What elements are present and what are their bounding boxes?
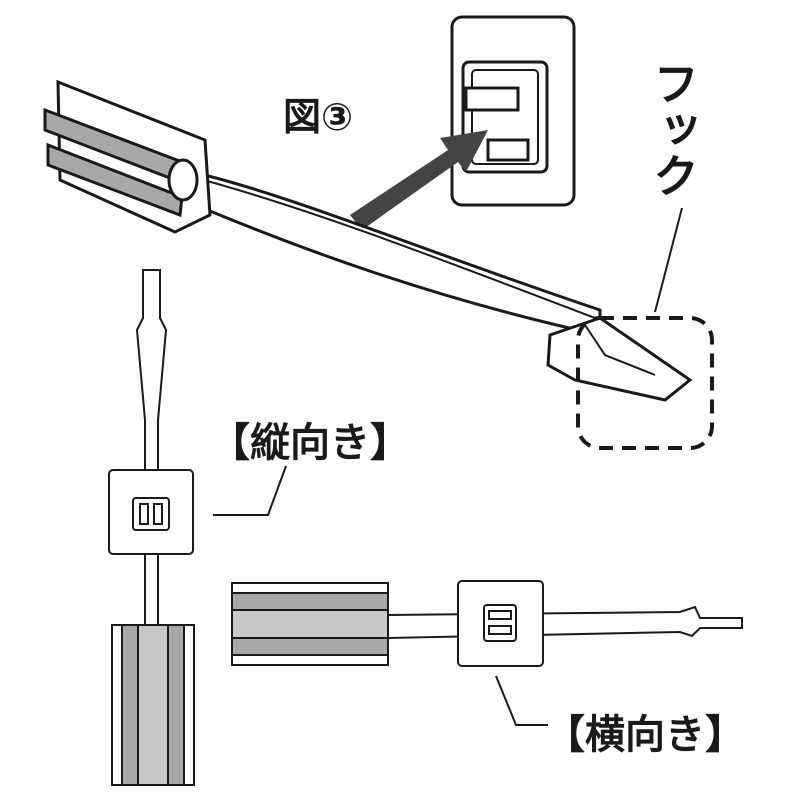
vertical-orientation-label: 【縦向き】 xyxy=(210,420,410,466)
wall-outlet xyxy=(450,15,576,207)
figure-label: 図③ xyxy=(283,95,354,139)
hook-label: フック xyxy=(646,60,700,198)
horizontal-orientation-label: 【横向き】 xyxy=(545,712,745,758)
brush-handle xyxy=(170,166,693,402)
horizontal-leader-line xyxy=(495,675,548,726)
vertical-brush xyxy=(108,269,195,786)
vertical-leader-line xyxy=(213,465,287,516)
hook-leader-line xyxy=(654,207,683,313)
hook-highlight xyxy=(576,316,714,450)
insert-arrow xyxy=(350,130,488,230)
brush-head xyxy=(43,79,212,234)
horizontal-brush xyxy=(231,580,743,667)
